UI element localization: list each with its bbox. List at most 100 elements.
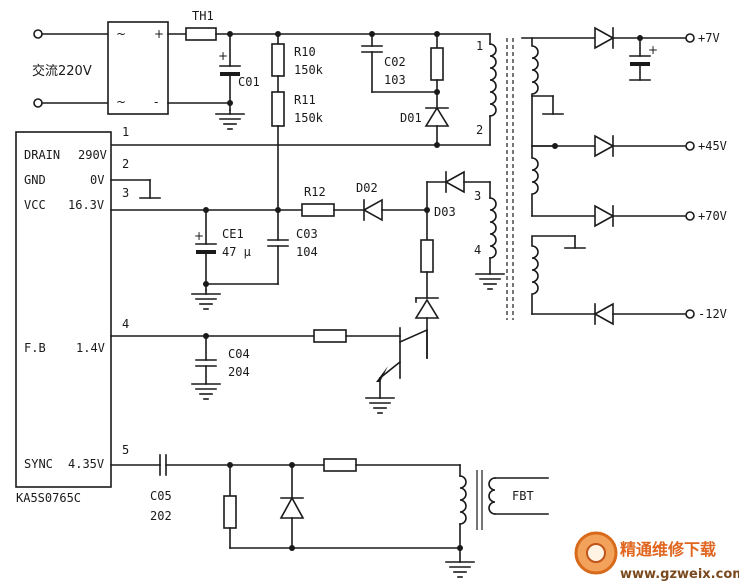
r10-resistor — [271, 43, 285, 77]
r12-resistor — [301, 203, 335, 217]
output-7v-label: +7V — [698, 31, 720, 45]
watermark-logo: 精通维修下载 www.gzweix.com — [574, 531, 739, 582]
capacitor-7v: + — [629, 37, 658, 81]
output-terminal-45v — [685, 141, 695, 151]
ac-terminal-top — [33, 29, 43, 39]
c03-value: 104 — [296, 245, 318, 259]
th1-thermistor — [185, 27, 217, 41]
c05-label: C05 — [150, 489, 172, 503]
ic-pin2-num: 2 — [122, 157, 129, 171]
ic-pin5-name: SYNC — [24, 457, 53, 471]
transistor — [376, 327, 429, 399]
d03-label: D03 — [434, 205, 456, 219]
ic-pin4-voltage: 1.4V — [76, 341, 105, 355]
primary-winding: 1 2 — [476, 33, 497, 146]
ac-terminal-bottom — [33, 98, 43, 108]
c04-capacitor: C04 204 — [195, 335, 250, 385]
c03-capacitor: C03 104 — [267, 209, 318, 285]
ground-icon — [191, 383, 221, 400]
r10-value: 150k — [294, 63, 324, 77]
c01-label: C01 — [238, 75, 260, 89]
output-terminal-70v — [685, 211, 695, 221]
ic-pin3-name: VCC — [24, 198, 46, 212]
pin4-label: 4 — [474, 243, 481, 257]
svg-text:-: - — [154, 95, 158, 109]
snubber-resistor — [430, 47, 444, 81]
th1-label: TH1 — [192, 9, 214, 23]
d02-diode — [362, 198, 383, 222]
watermark-url: www.gzweix.com — [620, 567, 739, 582]
d03-diode — [444, 170, 465, 194]
pin2-label: 2 — [476, 123, 483, 137]
r10-label: R10 — [294, 45, 316, 59]
c05-value: 202 — [150, 509, 172, 523]
r12-label: R12 — [304, 185, 326, 199]
svg-text:+: + — [194, 229, 204, 243]
diode-7v — [594, 26, 615, 50]
ic-pin3-num: 3 — [122, 186, 129, 200]
d01-label: D01 — [400, 111, 422, 125]
ic-pin3-voltage: 16.3V — [68, 198, 104, 212]
ic-ka5s0765c — [15, 131, 112, 488]
ce1-value: 47 μ — [222, 245, 251, 259]
ac-input-label: 交流220V — [32, 63, 92, 79]
bridge-rectifier — [107, 21, 169, 115]
transformer-core — [506, 38, 514, 320]
diode-45v — [594, 134, 615, 158]
d01-diode — [424, 106, 450, 146]
fbt-winding: FBT — [459, 464, 549, 563]
svg-text:~: ~ — [116, 95, 126, 109]
fb-resistor — [313, 329, 347, 343]
svg-text:+: + — [648, 43, 658, 57]
ic-pin2-name: GND — [24, 173, 46, 187]
ground-icon — [445, 561, 475, 578]
c05-capacitor: C05 202 — [150, 454, 172, 523]
r11-label: R11 — [294, 93, 316, 107]
c04-label: C04 — [228, 347, 250, 361]
ground-icon — [475, 273, 505, 290]
diode-70v — [594, 204, 615, 228]
output-45v-label: +45V — [698, 139, 727, 153]
output-terminal-minus12v — [685, 309, 695, 319]
ic-pin4-name: F.B — [24, 341, 46, 355]
ic-part-number: KA5S0765C — [16, 491, 81, 505]
feedback-resistor — [420, 239, 434, 273]
ground-icon — [365, 397, 395, 414]
output-terminal-7v — [685, 33, 695, 43]
svg-text:+: + — [154, 27, 164, 41]
pin3-label: 3 — [474, 189, 481, 203]
ce1-capacitor: + CE1 47 μ — [194, 209, 251, 291]
output-70v-label: +70V — [698, 209, 727, 223]
ic-pin5-num: 5 — [122, 443, 129, 457]
output-minus12v-label: -12V — [698, 307, 727, 321]
svg-text:~: ~ — [116, 27, 126, 41]
sync-resistor — [323, 458, 357, 472]
pin1-label: 1 — [476, 39, 483, 53]
ic-pin1-voltage: 290V — [78, 148, 107, 162]
c02-value: 103 — [384, 73, 406, 87]
c04-value: 204 — [228, 365, 250, 379]
ic-pin4-num: 4 — [122, 317, 129, 331]
sync-shunt-resistor — [223, 495, 237, 529]
svg-text:+: + — [218, 49, 228, 63]
watermark-title: 精通维修下载 — [620, 540, 716, 559]
c02-capacitor: C02 103 — [361, 33, 438, 93]
ground-icon — [191, 289, 221, 310]
d02-label: D02 — [356, 181, 378, 195]
r11-resistor — [271, 91, 285, 127]
sync-diode — [279, 496, 305, 549]
r11-value: 150k — [294, 111, 324, 125]
c02-label: C02 — [384, 55, 406, 69]
ic-pin1-num: 1 — [122, 125, 129, 139]
c03-label: C03 — [296, 227, 318, 241]
ground-icon — [215, 109, 245, 130]
aux-winding: 3 4 — [474, 181, 497, 275]
fbt-label: FBT — [512, 489, 534, 503]
ce1-label: CE1 — [222, 227, 244, 241]
ac-input-block: 交流220V ~ ~ + - — [32, 21, 231, 115]
ic-pin2-voltage: 0V — [90, 173, 104, 187]
ic-pin1-name: DRAIN — [24, 148, 60, 162]
diode-minus12v — [593, 302, 614, 326]
ic-pin5-voltage: 4.35V — [68, 457, 104, 471]
